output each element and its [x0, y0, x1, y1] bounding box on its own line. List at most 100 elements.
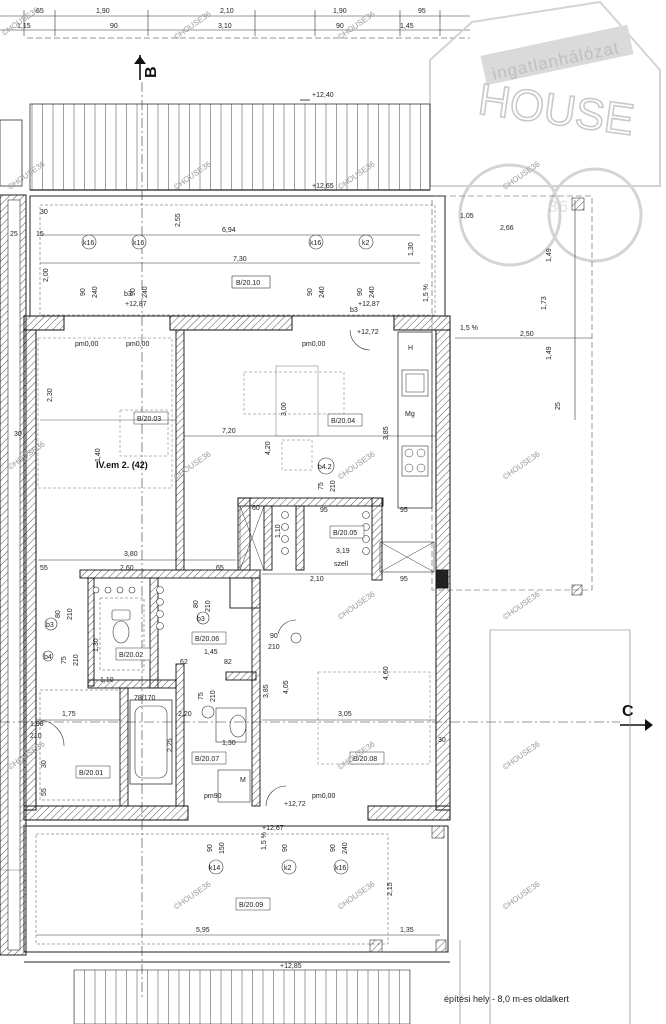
floor-label: IV.em 2. (42) [96, 460, 148, 470]
tub-size: 78/170 [134, 695, 156, 702]
sink-icon [401, 369, 429, 397]
dim-60: 60 [252, 505, 260, 512]
top-dim-7: 90 [110, 23, 118, 30]
dim-90-c: 90 [307, 288, 314, 296]
dim-300: 3,00 [281, 402, 288, 416]
dim-319: 3,19 [336, 548, 350, 555]
wm-tag-16: ©HOUSE36 [501, 879, 542, 911]
dim-149-b: 1,49 [546, 346, 553, 360]
dim-210-e: 210 [30, 733, 42, 740]
dim-30-a: 30 [40, 209, 48, 216]
site-boundary [0, 629, 631, 1024]
dim-595: 5,95 [196, 927, 210, 934]
dim-75-b: 75 [61, 656, 68, 664]
h-label: H [408, 345, 413, 352]
dim-220: 2,20 [178, 711, 192, 718]
section-marker-b: B [134, 55, 160, 1000]
pm-living-2: pm0,00 [126, 341, 149, 348]
terrace-b2009: +12,67 1,5 % k14 k2 k16 90 150 90 90 240… [23, 825, 449, 953]
dim-230: 2,30 [47, 388, 54, 402]
k14-tag: k14 [209, 865, 220, 872]
dim-90-h: 90 [330, 844, 337, 852]
dim-210-g: 210 [67, 608, 74, 620]
b3-hall: b3 [197, 616, 205, 623]
dim-62: 62 [180, 659, 188, 666]
level-bottom: +12,85 [280, 963, 302, 970]
room-wc-b2002: B/20.02 1,30 1,10 [93, 597, 151, 684]
dim-185: 1,30 [408, 242, 415, 256]
room-b2005: B/20.05 [333, 530, 357, 537]
room-tag-b2010 [231, 275, 271, 289]
room-b2001: B/20.01 [79, 770, 103, 777]
cooktop-icon [401, 445, 429, 477]
dim-210-c: 210 [205, 600, 212, 612]
dim-240-e: 240 [342, 842, 349, 854]
dim-95-b: 95 [400, 507, 408, 514]
dim-730: 7,30 [233, 256, 247, 263]
house36-watermark: ingatlanhálózat HOUSE [429, 0, 661, 267]
dim-149-a: 1,49 [546, 248, 553, 262]
k2-a: k2 [362, 240, 370, 247]
room-tag-b2001 [75, 765, 111, 779]
upper-slatted-roof: +12,40 +12,65 [29, 92, 431, 191]
top-dim-4: 1,90 [333, 8, 347, 15]
dim-55-b: 55 [41, 788, 48, 796]
dim-25-a: 25 [10, 231, 18, 238]
dim-420: 4,20 [265, 441, 272, 455]
level-terrace-edge: +12,65 [312, 183, 334, 190]
top-dim-3: 2,10 [220, 8, 234, 15]
dim-90-a: 90 [80, 288, 87, 296]
dim-95-a: 95 [320, 507, 328, 514]
toilet-tank-icon [111, 609, 131, 621]
k16-a: k16 [83, 240, 94, 247]
dim-240-b: 240 [142, 286, 149, 298]
slope-lower: 1,5 % [261, 832, 268, 850]
dim-200: 2,00 [43, 268, 50, 282]
dim-215: 2,15 [387, 882, 394, 896]
k16-d: k16 [335, 865, 346, 872]
dim-95-c: 95 [400, 576, 408, 583]
pm-living: pm0,00 [75, 341, 98, 348]
dim-30-d: 30 [438, 737, 446, 744]
top-dim-1: 65 [36, 8, 44, 15]
dim-75-a: 75 [318, 482, 325, 490]
wm-tag-14: ©HOUSE36 [172, 879, 213, 911]
dim-720: 7,20 [222, 428, 236, 435]
level-roof: +12,40 [312, 92, 334, 99]
dim-30-c: 30 [41, 760, 48, 768]
dim-110-a: 1,10 [275, 524, 282, 538]
b4-2-tag: b4.2 [318, 464, 332, 471]
dim-210-h: 210 [210, 690, 217, 702]
room-tag-b2005 [329, 525, 365, 539]
dim-82: 82 [224, 659, 232, 666]
dim-90-d: 90 [357, 288, 364, 296]
room-living-b2003: B/20.03 pm0,00 pm0,00 IV.em 2. (42) 2,30… [14, 291, 436, 572]
top-dim-5: 95 [418, 8, 426, 15]
dim-130: 1,30 [93, 638, 100, 652]
dim-260: 2,60 [120, 565, 134, 572]
dim-305: 3,05 [338, 711, 352, 718]
watermark-word: HOUSE [475, 75, 637, 145]
dim-65: 65 [216, 565, 224, 572]
level-door-mid: +12,72 [357, 329, 379, 336]
room-b2008: B/20.08 [353, 756, 377, 763]
room-tag-b2009 [235, 897, 271, 911]
dim-80-b: 80 [55, 610, 62, 618]
dim-225: 2,25 [167, 738, 174, 752]
wm-tag-10: ©HOUSE36 [336, 589, 377, 621]
dim-25-b: 25 [555, 402, 562, 410]
right-balcony: 2,50 1,5 % 1,49 1,49 1,73 1,05 2,66 25 [431, 195, 593, 596]
dim-240-c: 240 [319, 286, 326, 298]
top-dim-9: 90 [336, 23, 344, 30]
dim-210-b: 2,10 [310, 576, 324, 583]
room-entry-b2001: B/20.01 1,75 1,98 210 30 55 b3 b4 75 210… [30, 608, 121, 801]
room-b2007: B/20.07 [195, 756, 219, 763]
dim-110-b: 1,10 [100, 677, 114, 684]
room-kitchen-b2004: B/20.04 pm0,00 3,00 4,20 3,85 b4.2 75 21… [243, 301, 433, 514]
washbasin-icon [229, 714, 247, 738]
level-lower-door-a: +12,72 [284, 801, 306, 808]
room-b2010: B/20.10 [236, 280, 260, 287]
room-b2009: B/20.09 [239, 902, 263, 909]
room-tag-b2008 [349, 751, 385, 765]
dim-380: 3,80 [124, 551, 138, 558]
